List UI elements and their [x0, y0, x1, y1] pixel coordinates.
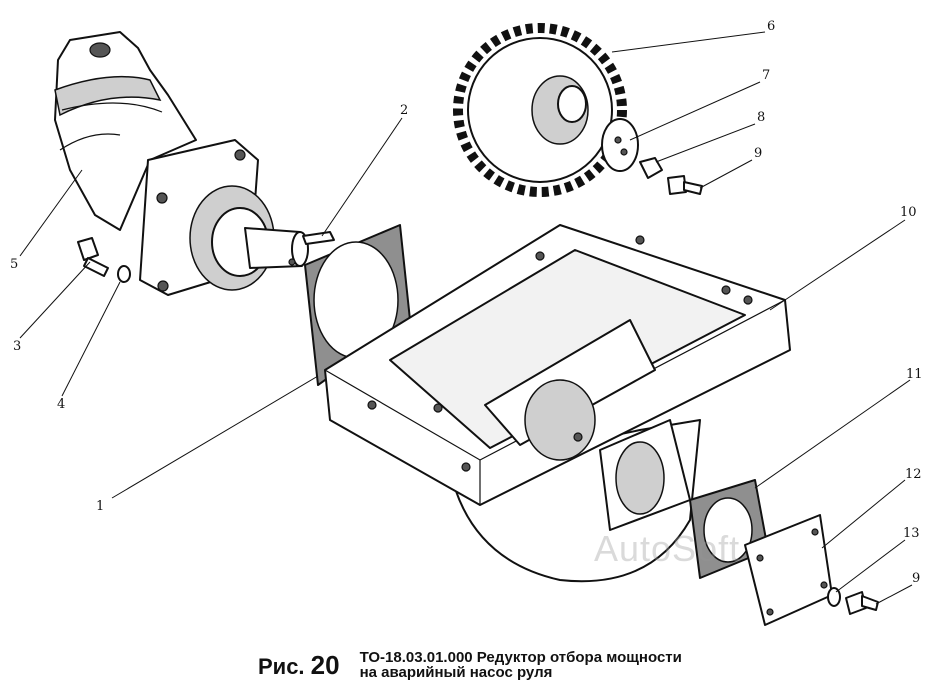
bolt-part-3 [77, 237, 109, 277]
callout-12: 12 [905, 467, 922, 482]
figure-caption: Рис. 20 ТО-18.03.01.000 Редуктор отбора … [258, 650, 682, 682]
plate-part-7 [601, 118, 639, 172]
callout-6: 6 [767, 19, 775, 34]
key-part-2 [302, 231, 335, 245]
lock-washer-part-8 [639, 157, 663, 179]
callout-8: 8 [757, 110, 765, 125]
callout-4: 4 [57, 397, 65, 412]
callout-3: 3 [13, 339, 21, 354]
leader-lines [19, 31, 913, 605]
callout-7: 7 [762, 68, 770, 83]
figure-label-prefix: Рис. [258, 654, 305, 679]
washer-part-13 [827, 587, 841, 607]
callout-9-lower: 9 [912, 571, 920, 586]
watermark-text: AutoSoft [594, 528, 741, 569]
callout-10: 10 [900, 205, 917, 220]
caption-line-1: ТО-18.03.01.000 Редуктор отбора мощности [359, 649, 682, 666]
gasket-part-1 [304, 224, 411, 386]
bolt-part-9-lower [845, 591, 879, 615]
cover-plate-part-12 [744, 514, 833, 626]
callout-5: 5 [10, 257, 18, 272]
caption-line-2: на аварийный насос руля [359, 664, 553, 681]
bolt-part-9-upper [667, 175, 703, 195]
figure-caption-text: ТО-18.03.01.000 Редуктор отбора мощности… [360, 650, 682, 680]
callout-11: 11 [906, 367, 923, 382]
housing-part-10 [324, 224, 791, 583]
callout-labels: 1 2 3 4 5 6 7 8 9 10 11 12 13 9 [10, 19, 923, 586]
callout-2: 2 [400, 103, 408, 118]
pump-part-5 [54, 31, 309, 296]
washer-part-4 [117, 265, 131, 283]
figure-label-number: 20 [310, 650, 340, 680]
sprocket-part-6 [453, 23, 627, 197]
figure-label: Рис. 20 [258, 650, 340, 682]
callout-9-upper: 9 [754, 146, 762, 161]
callout-1: 1 [96, 499, 104, 514]
callout-13: 13 [903, 526, 920, 541]
